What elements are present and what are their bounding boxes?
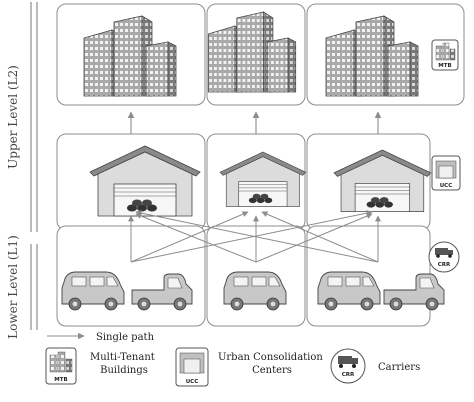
legend-carriers-label: Carriers — [378, 362, 420, 373]
legend-ucc-icon: UCC — [175, 347, 209, 387]
legend-mtb-icon: MTB — [45, 347, 77, 385]
ucc-row — [56, 133, 432, 231]
ucc-to-mtb-arrows — [127, 111, 382, 134]
legend-ucc-badge-text: UCC — [186, 379, 199, 385]
level-dividers — [30, 2, 38, 330]
lower-level-label: Lower Level (L1) — [6, 235, 20, 339]
crr-badge-text: CRR — [438, 262, 451, 268]
legend-crr-icon: CRR — [330, 348, 366, 384]
legend: Single path MTB Multi-Tenant Buildings U… — [45, 332, 420, 387]
arrow — [130, 211, 249, 263]
upper-level-label: Upper Level (L2) — [6, 65, 20, 169]
arrow — [261, 211, 379, 263]
van-icon — [223, 271, 287, 311]
ucc-badge-text: UCC — [440, 183, 453, 189]
arrow — [255, 213, 373, 263]
legend-single-path-label: Single path — [96, 332, 155, 343]
crr-badge: CRR — [428, 241, 460, 273]
legend-mtb-badge-text: MTB — [54, 377, 67, 383]
arrow — [130, 210, 373, 263]
van-icon — [61, 271, 125, 311]
mtb-badge: MTB — [431, 39, 459, 71]
arrow — [135, 210, 379, 263]
carrier-row — [56, 225, 445, 327]
arrow — [135, 213, 257, 263]
legend-ucc-label: Urban Consolidation Centers — [218, 352, 326, 376]
legend-mtb-label: Multi-Tenant Buildings — [90, 352, 158, 376]
ucc-badge: UCC — [431, 155, 461, 191]
legend-crr-badge-text: CRR — [342, 372, 355, 378]
carrier-to-ucc-arrows — [128, 210, 381, 263]
mtb-badge-text: MTB — [438, 63, 451, 69]
van-icon — [317, 271, 381, 311]
mtb-row — [56, 3, 465, 106]
